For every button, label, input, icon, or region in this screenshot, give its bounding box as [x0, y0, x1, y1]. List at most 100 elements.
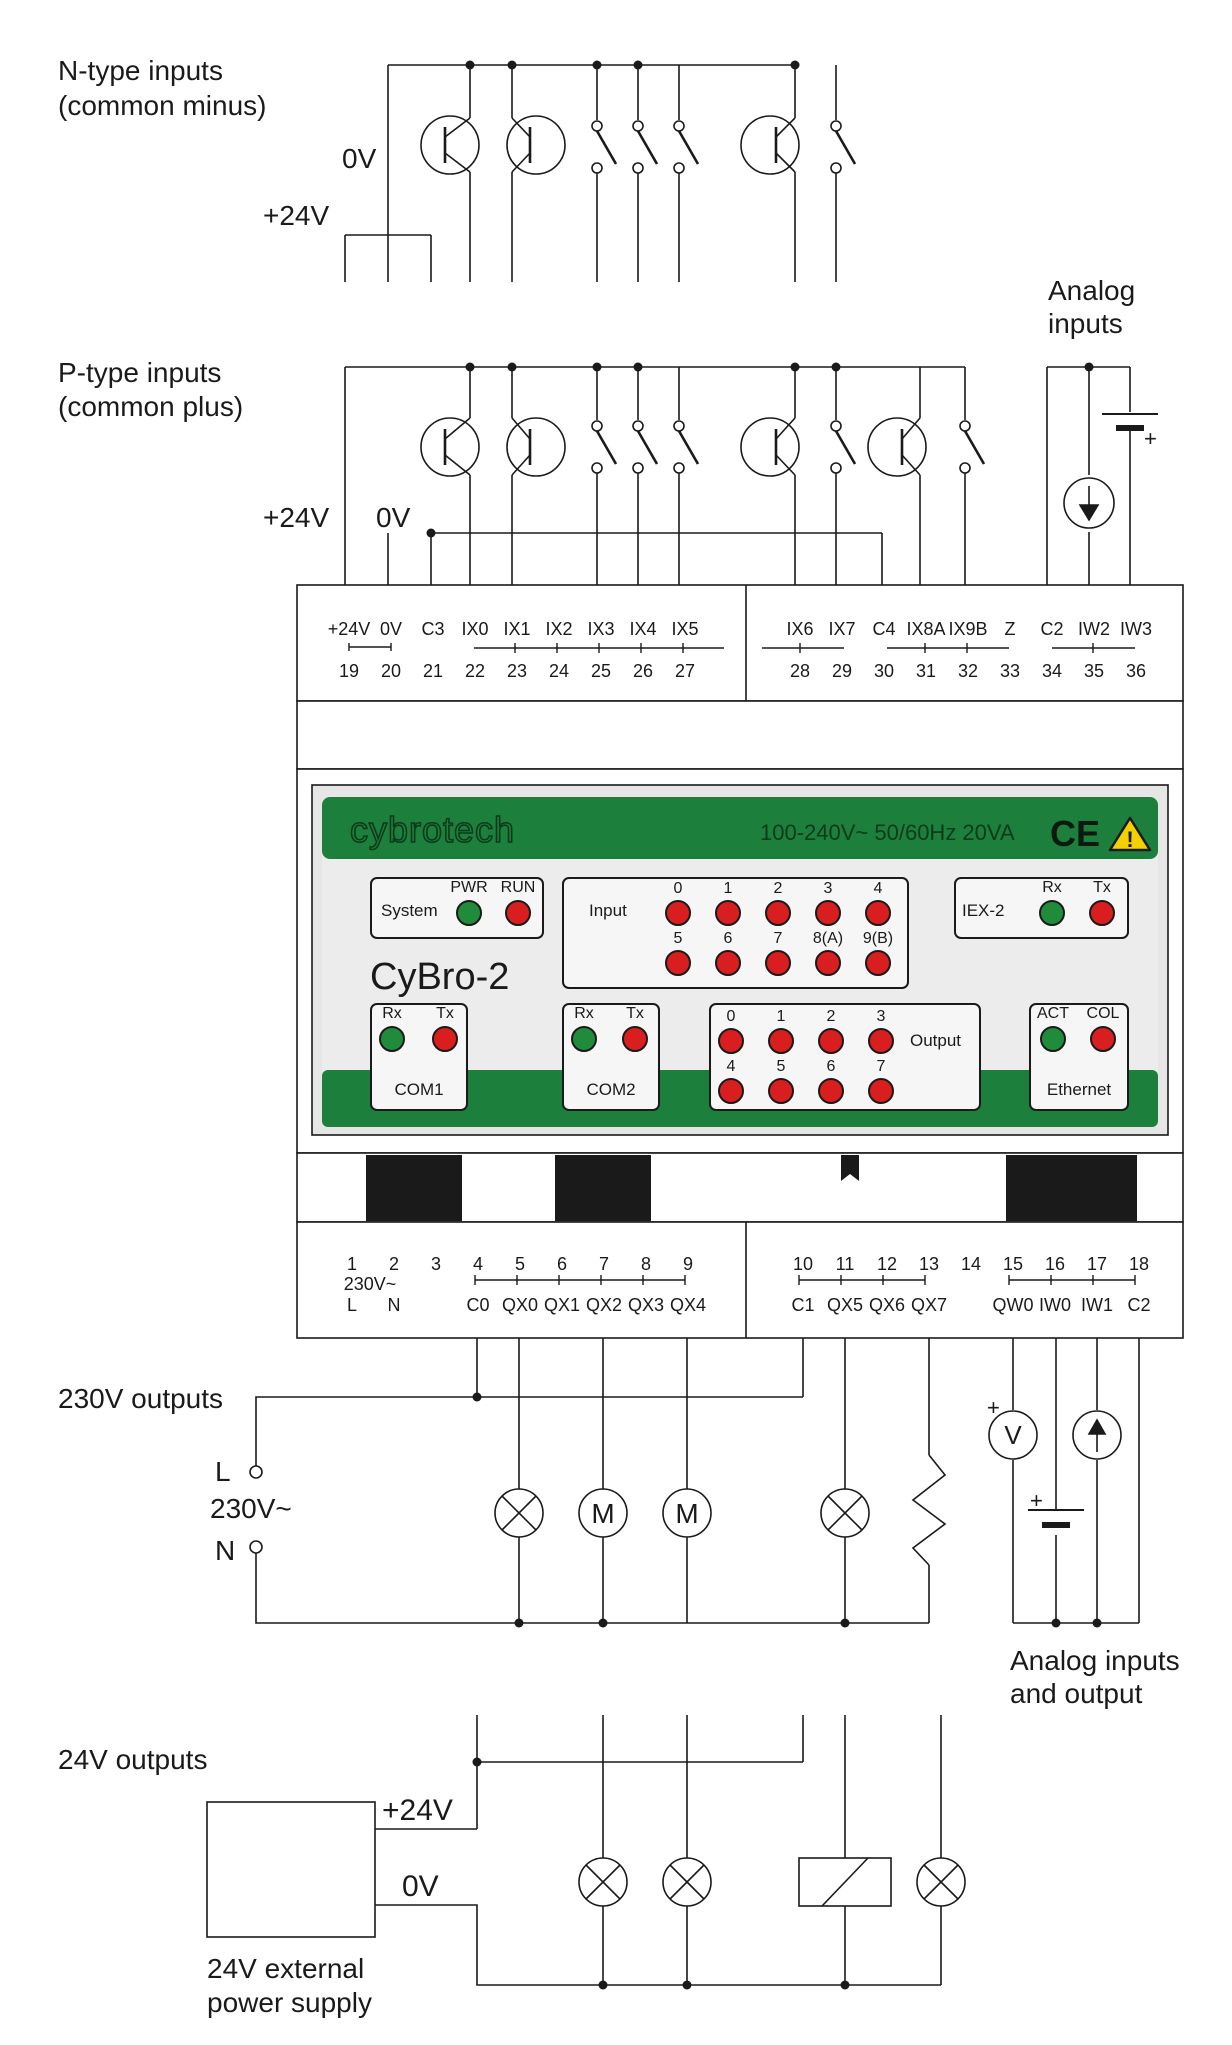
switch-icon: [591, 120, 618, 174]
transistor-icon: [506, 417, 566, 477]
status-led: [718, 1078, 744, 1104]
power-supply-title: 24V external: [207, 1953, 364, 1984]
l-label: L: [215, 1456, 231, 1487]
transistor-icon: [740, 115, 800, 175]
lamp-icon: [662, 1857, 712, 1907]
outputs-24v-junctions: [472, 1757, 850, 1990]
bottom-terminal-number: 7: [599, 1254, 609, 1274]
outputs-230v-components: [249, 1410, 1122, 1554]
p-type-title: P-type inputs: [58, 357, 221, 388]
voltmeter-label: V: [1004, 1420, 1022, 1450]
top-terminal-name: C4: [872, 619, 895, 639]
switch-icon: [591, 420, 618, 474]
bottom-terminal-number: 11: [836, 1254, 855, 1274]
analog-battery-icon: [1028, 1509, 1084, 1528]
top-terminal-number: 28: [790, 661, 810, 681]
lamp-icon: [820, 1488, 870, 1538]
bottom-terminal-name: C0: [466, 1295, 489, 1315]
brand-logo: cybrotech: [350, 809, 515, 850]
led-label: 6: [827, 1058, 836, 1075]
led-label: Tx: [626, 1005, 644, 1022]
outputs-230v-junctions: [472, 1392, 1102, 1628]
bottom-terminal-name: QX0: [502, 1295, 538, 1315]
bottom-terminal-name: C2: [1127, 1295, 1150, 1315]
bottom-terminal-name: QX4: [670, 1295, 706, 1315]
bottom-terminal-name: L: [347, 1295, 357, 1315]
analog-io-subtitle: and output: [1010, 1678, 1143, 1709]
bottom-terminal-number: 12: [877, 1254, 897, 1274]
bottom-terminal-name: IW0: [1039, 1295, 1071, 1315]
status-led: [768, 1028, 794, 1054]
top-terminal-number: 30: [874, 661, 894, 681]
status-led: [865, 950, 891, 976]
led-label: COL: [1087, 1005, 1120, 1022]
bottom-terminal-brackets: [474, 1275, 1136, 1285]
top-terminal-name: IX3: [587, 619, 614, 639]
top-terminal-name: IW3: [1120, 619, 1152, 639]
top-terminal-number: 20: [381, 661, 401, 681]
status-led: [1089, 900, 1115, 926]
terminal-n-icon: [249, 1540, 263, 1554]
top-terminal-number: 25: [591, 661, 611, 681]
led-label: 0: [727, 1008, 736, 1025]
top-terminal-name: Z: [1005, 619, 1016, 639]
status-led: [818, 1078, 844, 1104]
transistor-icon: [420, 115, 480, 175]
top-terminal-name: IX8A: [906, 619, 945, 639]
system-label: System: [381, 901, 438, 920]
input-label: Input: [589, 901, 627, 920]
bottom-terminal-number: 6: [557, 1254, 567, 1274]
n-type-subtitle: (common minus): [58, 90, 266, 121]
panel-header-band: [322, 797, 1158, 859]
com2-label: COM2: [586, 1080, 635, 1099]
top-terminal-number: 29: [832, 661, 852, 681]
led-label: 5: [674, 930, 683, 947]
outputs-230v-wiring: [255, 1338, 1140, 1624]
outputs-24v-title: 24V outputs: [58, 1744, 207, 1775]
bottom-terminal-number: 8: [641, 1254, 651, 1274]
n-type-switches: [591, 120, 857, 174]
switch-icon: [673, 120, 700, 174]
status-led: [456, 900, 482, 926]
top-terminal-name: IX9B: [948, 619, 987, 639]
bottom-terminal-number: 5: [515, 1254, 525, 1274]
bottom-terminal-number: 13: [919, 1254, 939, 1274]
ps-24v-label: +24V: [382, 1794, 453, 1827]
status-led: [815, 900, 841, 926]
transistor-icon: [506, 115, 566, 175]
ps-0v-label: 0V: [402, 1870, 439, 1903]
top-terminal-number: 35: [1084, 661, 1104, 681]
top-terminal-name: +24V: [328, 619, 371, 639]
status-led: [868, 1028, 894, 1054]
p-type-switches: [591, 420, 986, 474]
lamp-icon: [578, 1857, 628, 1907]
top-terminal-name: C3: [421, 619, 444, 639]
led-label: 2: [774, 880, 783, 897]
model-name: CyBro-2: [370, 956, 509, 998]
led-label: 2: [827, 1008, 836, 1025]
bottom-terminal-name: QX3: [628, 1295, 664, 1315]
top-terminal-name: IX4: [629, 619, 656, 639]
switch-icon: [673, 420, 700, 474]
switch-icon: [632, 120, 659, 174]
top-terminal-name: IX0: [461, 619, 488, 639]
p-type-24v-label: +24V: [263, 502, 329, 533]
top-terminal-number: 36: [1126, 661, 1146, 681]
bottom-terminal-name: QX5: [827, 1295, 863, 1315]
switch-icon: [959, 420, 986, 474]
terminal-supply-label: 230V~: [344, 1274, 397, 1294]
bottom-terminal-number: 2: [389, 1254, 399, 1274]
current-source-icon: [1072, 1410, 1122, 1460]
n-type-title: N-type inputs: [58, 55, 223, 86]
status-led: [815, 950, 841, 976]
p-type-0v-label: 0V: [376, 502, 411, 533]
bottom-terminal-name: N: [388, 1295, 401, 1315]
bottom-terminal-number: 1: [347, 1254, 357, 1274]
switch-icon: [830, 120, 857, 174]
status-led: [818, 1028, 844, 1054]
motor-label-1: M: [591, 1498, 614, 1529]
top-terminal-name: 0V: [380, 619, 402, 639]
bottom-terminal-name: IW1: [1081, 1295, 1113, 1315]
analog-battery-plus: +: [1030, 1488, 1043, 1513]
voltmeter-plus: +: [987, 1395, 1000, 1420]
